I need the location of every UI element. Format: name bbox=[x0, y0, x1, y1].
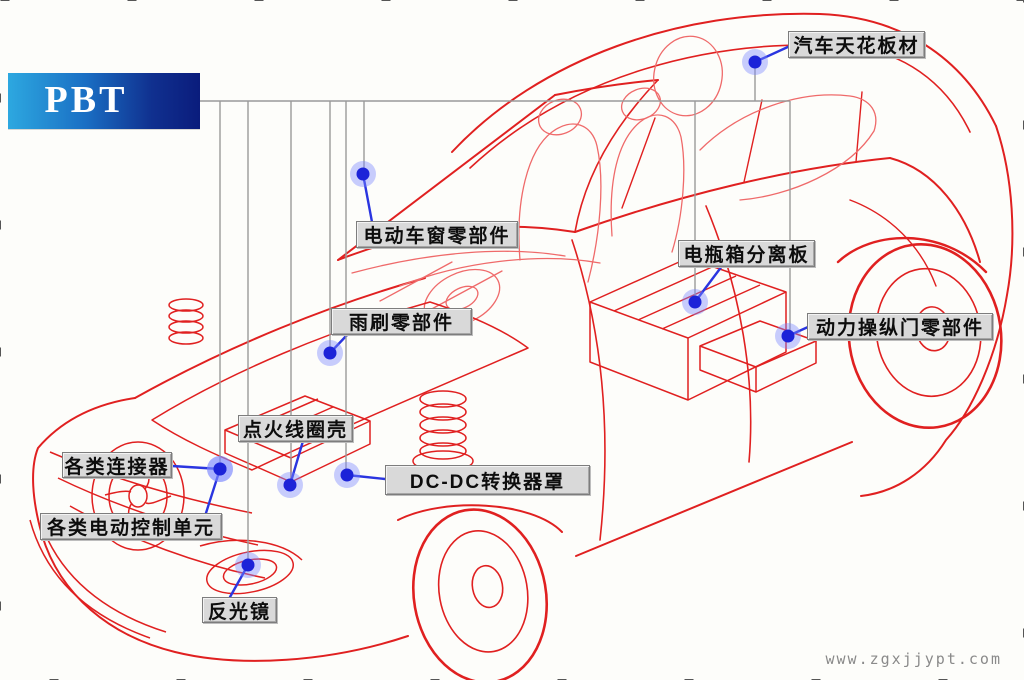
callout-label-battery-separator: 电瓶箱分离板 bbox=[678, 240, 815, 267]
watermark: www.zgxjjypt.com bbox=[825, 650, 1002, 668]
callout-label-wiper-parts: 雨刷零部件 bbox=[331, 308, 472, 335]
callout-label-ecu-units: 各类电动控制单元 bbox=[40, 513, 222, 540]
marker-dot-dcdc-cover bbox=[340, 468, 354, 482]
callout-label-dcdc-cover: DC-DC转换器罩 bbox=[385, 465, 590, 495]
callout-label-mirror: 反光镜 bbox=[202, 597, 277, 623]
marker-dot-ecu-units bbox=[213, 462, 227, 476]
lead-line-window-parts bbox=[361, 172, 374, 224]
callout-label-connectors: 各类连接器 bbox=[62, 452, 172, 478]
callout-label-roof-panel: 汽车天花板材 bbox=[788, 31, 925, 58]
marker-dot-battery-separator bbox=[688, 295, 702, 309]
lead-line-battery-separator bbox=[693, 264, 724, 304]
marker-dot-mirror bbox=[241, 558, 255, 572]
lead-line-ignition-coil bbox=[288, 439, 305, 487]
callout-label-window-parts: 电动车窗零部件 bbox=[356, 221, 518, 248]
callout-label-power-door-parts: 动力操纵门零部件 bbox=[807, 313, 993, 340]
marker-dot-wiper-parts bbox=[323, 346, 337, 360]
lead-line-ecu-units bbox=[204, 467, 222, 515]
pbt-logo-text: PBT bbox=[44, 79, 128, 121]
callout-label-ignition-coil: 点火线圈壳 bbox=[238, 415, 353, 442]
marker-dot-roof-panel bbox=[748, 55, 762, 69]
marker-dot-window-parts bbox=[356, 167, 370, 181]
marker-dot-ignition-coil bbox=[283, 478, 297, 492]
pbt-logo-banner: PBT bbox=[8, 73, 200, 129]
lead-line-connectors bbox=[170, 464, 222, 471]
marker-dot-power-door-parts bbox=[781, 329, 795, 343]
